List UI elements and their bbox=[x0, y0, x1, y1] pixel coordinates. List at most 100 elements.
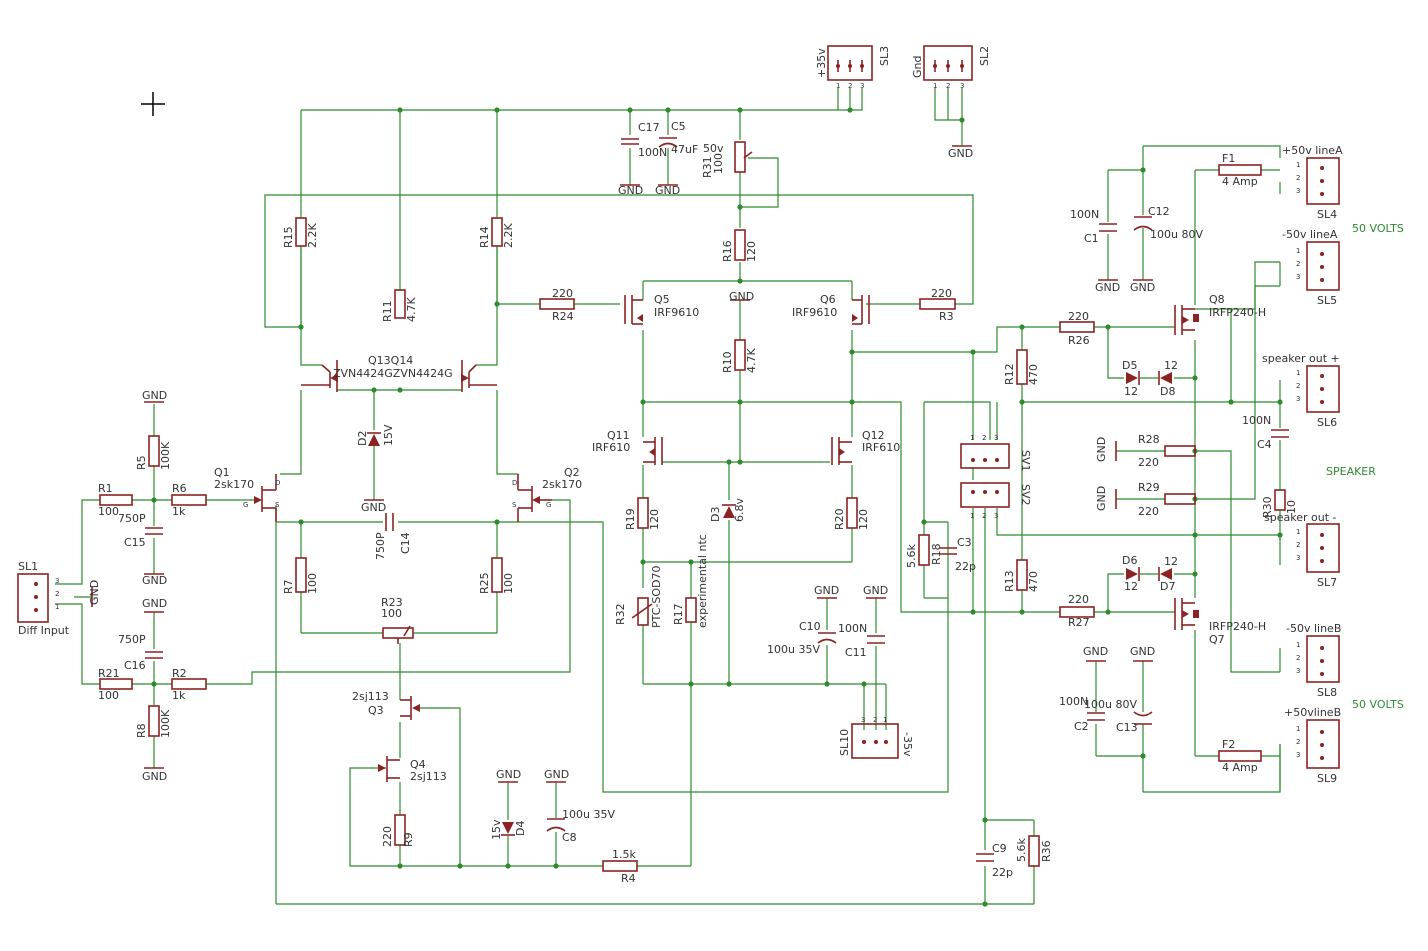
jfet-q3[interactable]: 2sj113 Q3 bbox=[352, 690, 420, 720]
sl4-pin-2: 2 bbox=[1296, 174, 1300, 182]
resistor-r29[interactable]: R29 220 bbox=[1138, 481, 1196, 518]
resistor-r31-trimmer[interactable]: R31 100 50v bbox=[701, 141, 753, 178]
resistor-r12[interactable]: R12 470 bbox=[1003, 349, 1040, 385]
sl5-pin-1: 1 bbox=[1296, 247, 1300, 255]
zener-d3[interactable]: D3 6.8v bbox=[709, 498, 746, 522]
connector-sl4[interactable]: +50v lineA SL4 1 2 3 bbox=[1282, 144, 1343, 221]
q1-pin-g: G bbox=[243, 501, 248, 509]
capacitor-c5[interactable]: C5 47uF bbox=[658, 120, 698, 156]
jfet-q4[interactable]: Q4 2sj113 bbox=[378, 756, 447, 783]
q5-value: IRF9610 bbox=[654, 306, 699, 319]
diode-d7[interactable]: 12 D7 bbox=[1158, 555, 1178, 593]
capacitor-c1[interactable]: 100N C1 bbox=[1070, 208, 1117, 245]
resistor-r13[interactable]: R13 470 bbox=[1003, 559, 1040, 592]
d6-name: D6 bbox=[1122, 554, 1137, 567]
mosfet-q8[interactable]: Q8 IRFP240-H bbox=[1174, 293, 1266, 335]
diode-d5[interactable]: D5 12 bbox=[1122, 359, 1140, 398]
resistor-r25[interactable]: R25 100 bbox=[478, 557, 515, 594]
mosfet-q12[interactable]: Q12 IRF610 bbox=[831, 429, 900, 465]
mosfet-q13-q14[interactable]: Q13Q14 ZVN4424GZVN4424G bbox=[301, 354, 497, 392]
sl7-pin-2: 2 bbox=[1296, 541, 1300, 549]
connector-sv1[interactable]: SV1 1 2 3 bbox=[960, 434, 1032, 472]
resistor-r24[interactable]: 220 R24 bbox=[539, 287, 575, 323]
jfet-q1[interactable]: Q1 2sk170 D S G bbox=[214, 466, 280, 522]
capacitor-c4[interactable]: 100N C4 bbox=[1242, 414, 1289, 451]
connector-sl6[interactable]: speaker out + SL6 1 2 3 bbox=[1262, 352, 1340, 429]
resistor-r36[interactable]: 5.6k R36 bbox=[1015, 835, 1053, 867]
resistor-r9[interactable]: 220 R9 bbox=[381, 814, 415, 847]
resistor-r8[interactable]: R8 100K bbox=[135, 705, 172, 738]
c10-value: 100u 35V bbox=[767, 643, 820, 656]
resistor-r19[interactable]: R19 120 bbox=[624, 497, 661, 530]
capacitor-c14[interactable]: 750P C14 bbox=[374, 513, 412, 560]
f1-value: 4 Amp bbox=[1222, 175, 1258, 188]
resistor-r11[interactable]: R11 4.7K bbox=[381, 289, 418, 322]
capacitor-c13[interactable]: 100u 80V C13 bbox=[1084, 698, 1153, 734]
sl4-label: +50v lineA bbox=[1282, 144, 1343, 157]
connector-sl10[interactable]: SL10 -35v 3 2 1 bbox=[838, 716, 914, 759]
zener-d4[interactable]: 15v D4 bbox=[490, 819, 527, 840]
q11-value: IRF610 bbox=[592, 441, 630, 454]
resistor-r5[interactable]: R5 100K bbox=[135, 435, 172, 470]
connector-sl9[interactable]: +50vlineB SL9 1 2 3 bbox=[1284, 706, 1341, 785]
diode-d8[interactable]: 12 D8 bbox=[1158, 359, 1178, 398]
connector-sl3[interactable]: +35v SL3 1 2 3 bbox=[815, 45, 891, 90]
mosfet-q7[interactable]: IRFP240-H Q7 bbox=[1174, 598, 1266, 646]
q1-pin-d: D bbox=[275, 479, 280, 487]
capacitor-c8[interactable]: 100u 35V C8 bbox=[546, 808, 615, 844]
resistor-r4[interactable]: 1.5k R4 bbox=[602, 848, 638, 885]
capacitor-c10[interactable]: C10 100u 35V bbox=[767, 620, 837, 656]
capacitor-c11[interactable]: 100N C11 bbox=[838, 622, 885, 659]
capacitor-c3[interactable]: C3 22p bbox=[939, 536, 976, 573]
resistor-r28[interactable]: R28 220 bbox=[1138, 433, 1196, 469]
mosfet-q11[interactable]: Q11 IRF610 bbox=[592, 429, 663, 465]
mosfet-q5[interactable]: Q5 IRF9610 bbox=[624, 293, 699, 325]
r8-value: 100K bbox=[159, 709, 172, 738]
r20-value: 120 bbox=[857, 509, 870, 530]
connector-sl8[interactable]: -50v lineB SL8 1 2 3 bbox=[1286, 622, 1341, 699]
c12-name: C12 bbox=[1148, 205, 1170, 218]
diode-d6[interactable]: D6 12 bbox=[1122, 554, 1140, 593]
resistor-r27[interactable]: 220 R27 bbox=[1059, 593, 1095, 629]
fuse-f1[interactable]: F1 4 Amp bbox=[1218, 152, 1262, 188]
sv1-pin-2: 2 bbox=[982, 434, 986, 442]
resistor-r6[interactable]: R6 1k bbox=[171, 482, 207, 518]
fuse-f2[interactable]: F2 4 Amp bbox=[1218, 738, 1262, 774]
connector-sl2[interactable]: Gnd SL2 1 2 3 bbox=[911, 45, 991, 90]
jfet-q2[interactable]: Q2 2sk170 D S G bbox=[512, 466, 582, 522]
resistor-r26[interactable]: 220 R26 bbox=[1059, 310, 1095, 347]
resistor-r32-ptc[interactable]: R32 PTC-SOD70 bbox=[614, 566, 663, 628]
capacitor-c17[interactable]: C17 100N bbox=[621, 121, 667, 159]
r5-name: R5 bbox=[135, 455, 148, 470]
sv2-pin-1: 1 bbox=[970, 512, 974, 520]
capacitor-c16[interactable]: 750P C16 bbox=[118, 633, 163, 672]
zener-d2[interactable]: D2 15V bbox=[356, 424, 395, 446]
resistor-r30[interactable]: R30 10 bbox=[1261, 489, 1298, 518]
resistor-r16[interactable]: R16 120 bbox=[721, 229, 758, 262]
capacitor-c12[interactable]: C12 100u 80V bbox=[1133, 205, 1203, 241]
resistor-r18[interactable]: 5.6k R18 bbox=[905, 534, 943, 568]
connector-sv2[interactable]: SV2 1 2 3 bbox=[960, 482, 1032, 520]
capacitor-c9[interactable]: C9 22p bbox=[976, 842, 1013, 879]
resistor-r14[interactable]: R14 2.2K bbox=[478, 217, 515, 248]
capacitor-c15[interactable]: 750P C15 bbox=[118, 512, 163, 549]
sl3-pin-1: 1 bbox=[836, 82, 840, 90]
resistor-r1[interactable]: R1 100 bbox=[98, 482, 133, 518]
connector-sl1[interactable]: SL1 Diff Input 3 2 1 bbox=[17, 560, 70, 637]
resistor-r23-trimmer[interactable]: R23 100 bbox=[381, 596, 414, 644]
resistor-r17-ntc[interactable]: R17 experimental ntc bbox=[672, 534, 709, 628]
resistor-r7[interactable]: R7 100 bbox=[282, 557, 319, 594]
connector-sl7[interactable]: speaker out - SL7 1 2 3 bbox=[1264, 511, 1340, 589]
mosfet-q6[interactable]: Q6 IRF9610 bbox=[792, 293, 870, 325]
gnd-r28: GND bbox=[1095, 437, 1108, 462]
resistor-r21[interactable]: R21 100 bbox=[98, 667, 133, 702]
resistor-r10[interactable]: R10 4.7K bbox=[721, 339, 758, 373]
resistor-r15[interactable]: R15 2.2K bbox=[282, 217, 319, 248]
capacitor-c2[interactable]: 100N C2 bbox=[1059, 695, 1105, 733]
connector-sl5[interactable]: -50v lineA SL5 1 2 3 bbox=[1282, 228, 1340, 307]
resistor-r3[interactable]: 220 R3 bbox=[919, 287, 956, 323]
q2-pin-d: D bbox=[512, 479, 517, 487]
resistor-r2[interactable]: R2 1k bbox=[171, 667, 207, 702]
resistor-r20[interactable]: R20 120 bbox=[833, 497, 870, 530]
r36-value: 5.6k bbox=[1015, 838, 1028, 862]
